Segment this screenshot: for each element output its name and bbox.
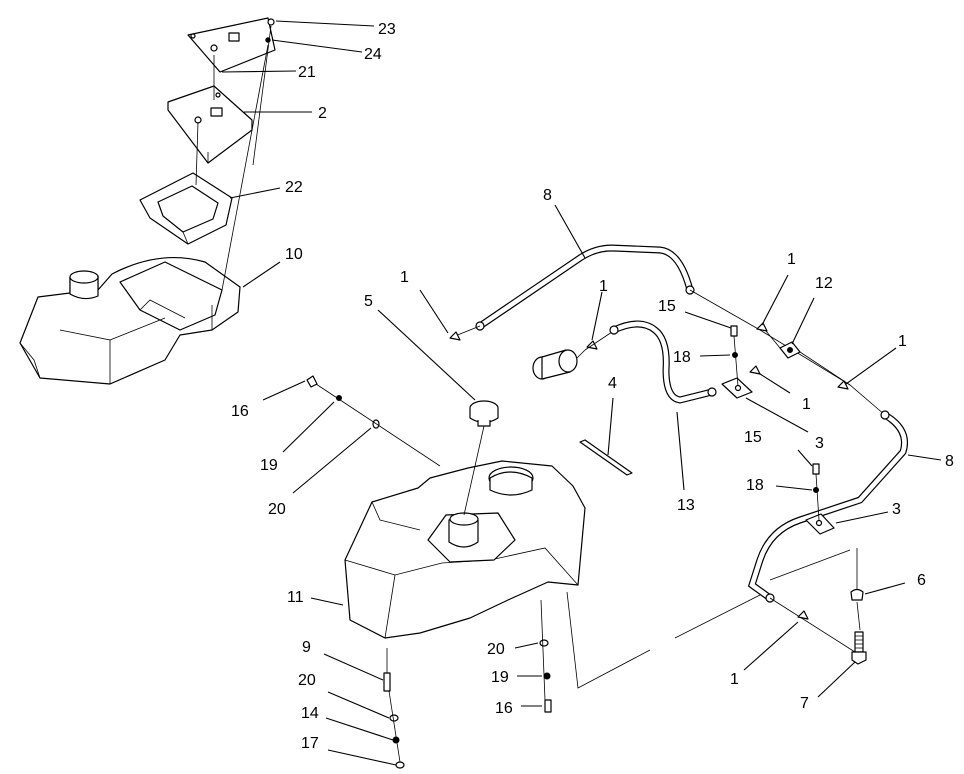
callout-11: 11 [287, 589, 304, 606]
screw-15-lower [812, 463, 820, 475]
screw-15-upper [730, 325, 738, 337]
fuel-tank-11 [344, 460, 586, 639]
stud-9 [383, 672, 391, 692]
callout-20-upper: 20 [268, 501, 286, 518]
fuel-hose-13 [609, 320, 717, 404]
callout-22: 22 [285, 179, 303, 196]
callout-8-right: 8 [945, 453, 954, 470]
callout-24: 24 [364, 46, 382, 63]
callout-23: 23 [378, 21, 396, 38]
callout-20-bottom: 20 [298, 672, 316, 689]
fitting-7 [851, 631, 867, 665]
callout-6: 6 [917, 572, 926, 589]
screw-16-upper [306, 375, 318, 388]
washer-18-lower [813, 487, 819, 493]
screw-23 [267, 18, 275, 26]
hose-clamp-1-a [449, 331, 461, 341]
callout-7: 7 [800, 695, 809, 712]
cover-plate-21 [187, 17, 276, 73]
cable-tie-4 [579, 439, 633, 476]
callout-19-lower: 19 [491, 669, 509, 686]
callout-13: 13 [677, 497, 695, 514]
hose-clamp-1-f [797, 610, 809, 620]
fuel-filter [532, 349, 586, 380]
callout-8-top: 8 [543, 187, 552, 204]
callout-18-lower: 18 [746, 477, 764, 494]
washer-20-lower [539, 639, 549, 647]
hose-clip-3-upper [721, 377, 753, 399]
callout-15-upper: 15 [658, 298, 676, 315]
hose-clip-3-lower [805, 513, 835, 535]
washer-19-lower [543, 672, 551, 680]
fuel-hose-8-upper [475, 244, 695, 331]
callout-9: 9 [302, 639, 311, 656]
callout-1-c: 1 [787, 251, 796, 268]
callout-10: 10 [285, 246, 303, 263]
fuel-hose-8-right [747, 410, 908, 603]
bushing-6 [850, 588, 864, 601]
mounting-plate-2 [167, 85, 253, 164]
callout-21: 21 [298, 64, 316, 81]
callout-1-f: 1 [730, 671, 739, 688]
callout-labels: 23 24 21 2 22 10 8 1 5 1 15 1 12 18 4 1 … [231, 21, 954, 752]
fuel-tank-10 [19, 257, 241, 385]
callout-18-upper: 18 [673, 349, 691, 366]
callout-19-upper: 19 [260, 457, 278, 474]
callout-3-upper: 3 [815, 435, 824, 452]
callout-16-lower: 16 [495, 700, 513, 717]
screw-16-lower [544, 699, 552, 713]
washer-20-bottom [389, 714, 399, 722]
callout-12: 12 [815, 275, 833, 292]
callout-2: 2 [318, 105, 327, 122]
shroud-22 [139, 172, 233, 245]
callout-1-a: 1 [400, 269, 409, 286]
callout-16-upper: 16 [231, 403, 249, 420]
hose-clamp-1-c [756, 322, 768, 332]
nut-17 [395, 761, 405, 769]
hose-clamp-1-e [837, 380, 849, 390]
callout-5: 5 [364, 293, 373, 310]
callout-1-d: 1 [898, 333, 907, 350]
fuel-cap-5 [469, 400, 499, 427]
callout-14: 14 [301, 705, 319, 722]
hose-clamp-1-d [749, 365, 761, 375]
callout-1-e: 1 [802, 396, 811, 413]
leader-lines [221, 20, 942, 766]
callout-15-lower: 15 [744, 429, 762, 446]
callout-4: 4 [608, 375, 617, 392]
callout-3-lower: 3 [892, 501, 901, 518]
callout-20-lower: 20 [487, 641, 505, 658]
callout-17: 17 [301, 735, 319, 752]
callout-1-b: 1 [599, 278, 608, 295]
